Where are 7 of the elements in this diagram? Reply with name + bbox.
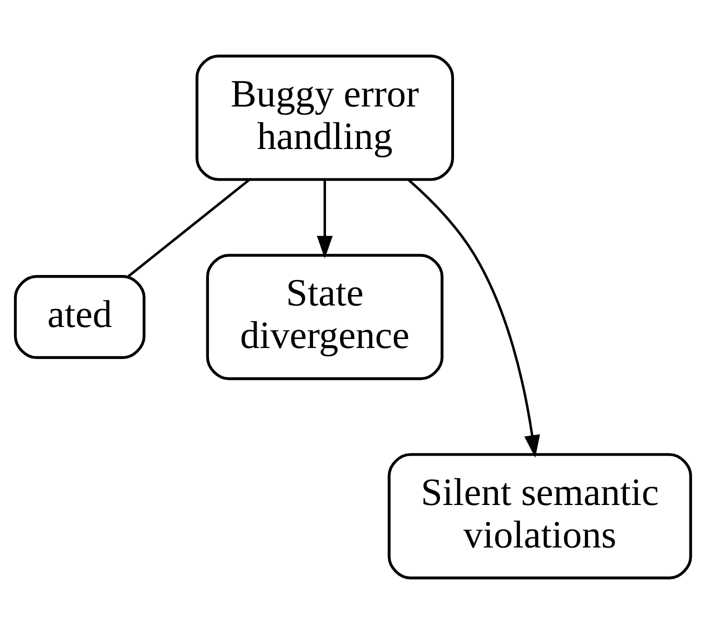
arrow bbox=[408, 178, 540, 458]
arrow bbox=[316, 179, 333, 258]
connector bbox=[128, 178, 250, 277]
node-box: ated bbox=[14, 274, 146, 358]
node-box: Buggy error handling bbox=[196, 54, 454, 180]
node-box: State divergence bbox=[206, 253, 444, 380]
node-box: Silent semantic violations bbox=[388, 452, 692, 579]
